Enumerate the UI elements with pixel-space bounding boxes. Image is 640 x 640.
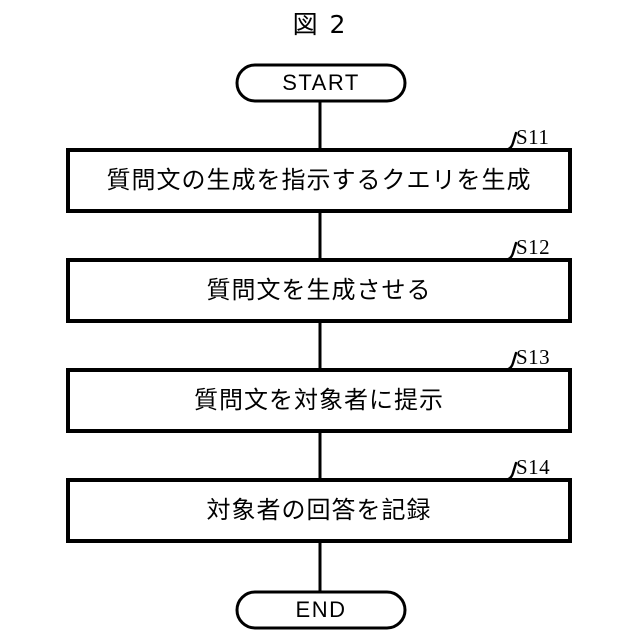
process-label-s14: 対象者の回答を記録 <box>206 496 432 524</box>
process-box-s11 <box>66 148 572 213</box>
process-label-s13: 質問文を対象者に提示 <box>194 386 444 414</box>
figure-title: 図 2 <box>292 10 348 39</box>
step-tag-s13: S13 <box>516 345 551 369</box>
end-terminator-label: END <box>295 597 347 622</box>
leader-hook-s12 <box>493 241 518 262</box>
step-tag-s11: S11 <box>516 125 550 149</box>
step-tag-s14: S14 <box>516 455 551 479</box>
end-terminator-shape <box>235 590 407 630</box>
leader-hook-s14 <box>493 461 518 482</box>
start-terminator-label: START <box>282 70 360 95</box>
leader-hook-s13 <box>493 351 518 372</box>
process-label-s11: 質問文の生成を指示するクエリを生成 <box>106 166 532 194</box>
step-tag-s12: S12 <box>516 235 551 259</box>
leader-hook-s11 <box>493 131 518 152</box>
process-label-s12: 質問文を生成させる <box>206 276 432 304</box>
process-box-s13 <box>66 368 572 433</box>
